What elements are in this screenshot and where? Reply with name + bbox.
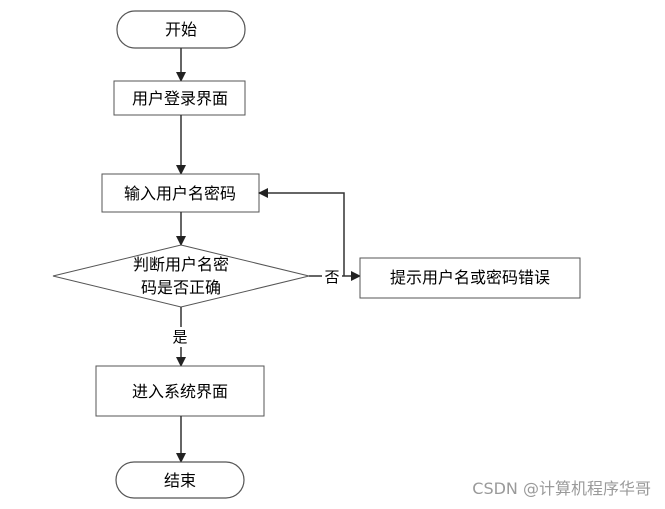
decision-label-line1: 判断用户名密 bbox=[133, 255, 229, 274]
decision-node: 判断用户名密 码是否正确 bbox=[52, 244, 310, 308]
error-prompt-node: 提示用户名或密码错误 bbox=[359, 257, 581, 299]
input-credentials-label: 输入用户名密码 bbox=[124, 184, 236, 203]
watermark-text: CSDN @计算机程序华哥 bbox=[472, 479, 651, 498]
no-label-bg bbox=[322, 266, 342, 286]
end-node: 结束 bbox=[115, 461, 245, 499]
login-page-node: 用户登录界面 bbox=[113, 80, 246, 116]
input-credentials-node: 输入用户名密码 bbox=[101, 173, 260, 213]
end-label: 结束 bbox=[164, 471, 196, 490]
enter-system-label: 进入系统界面 bbox=[132, 382, 228, 401]
arrow-loop-back-to-input bbox=[258, 188, 345, 276]
start-node: 开始 bbox=[116, 10, 246, 49]
start-label: 开始 bbox=[165, 20, 197, 39]
enter-system-node: 进入系统界面 bbox=[95, 365, 265, 417]
yes-label: 是 bbox=[172, 328, 187, 346]
login-page-label: 用户登录界面 bbox=[132, 89, 228, 108]
decision-label-line2: 码是否正确 bbox=[141, 278, 221, 297]
no-label: 否 bbox=[324, 268, 339, 286]
yes-label-bg bbox=[170, 327, 190, 347]
error-prompt-label: 提示用户名或密码错误 bbox=[390, 268, 550, 287]
